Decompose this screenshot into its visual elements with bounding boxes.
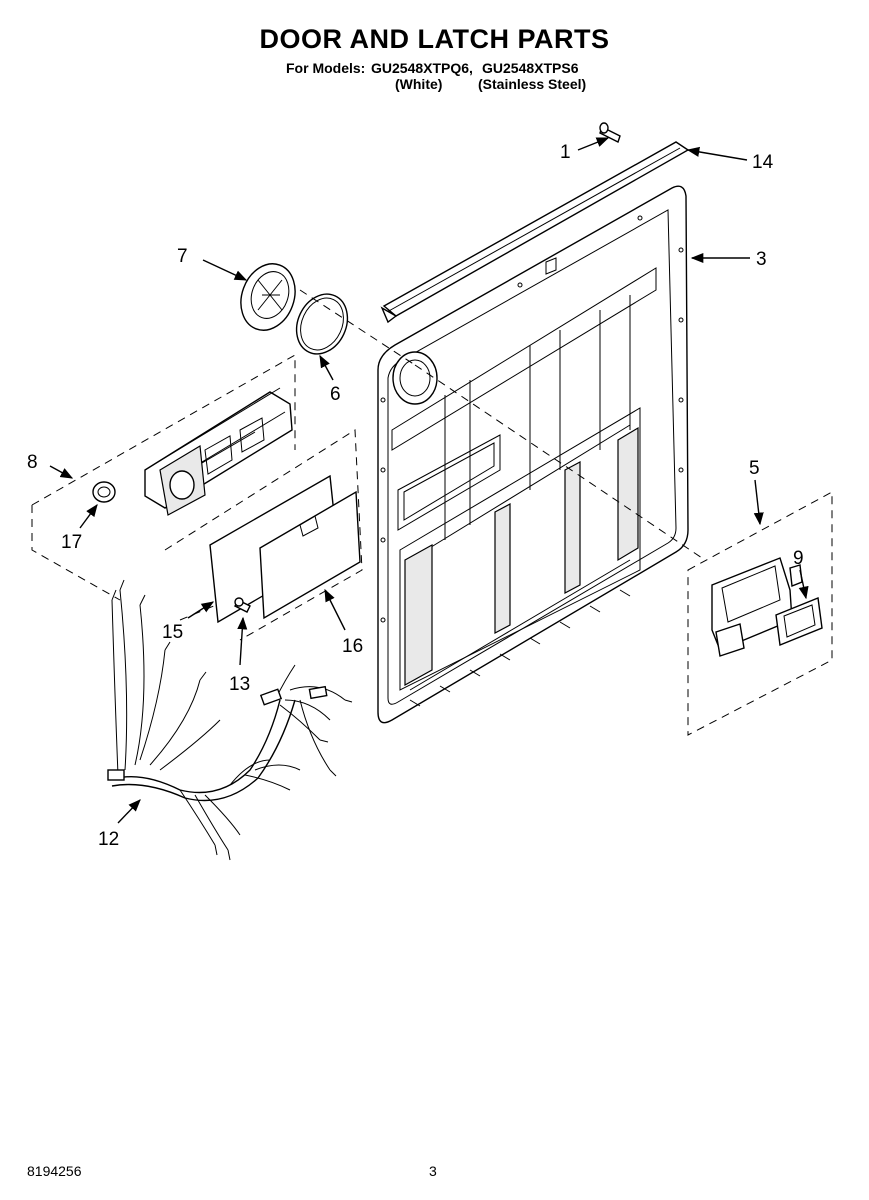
vent-assembly-dashed-box <box>687 491 833 736</box>
model-variant-stainless: (Stainless Steel) <box>478 76 587 92</box>
control-board-dashed-box <box>164 429 363 641</box>
callout-5: 5 <box>749 458 760 479</box>
latch-button-part-17 <box>92 481 116 503</box>
model-number-stainless: GU2548XTPS6 <box>482 60 579 76</box>
screw-part-1 <box>599 122 621 143</box>
model-number-white: GU2548XTPQ6, <box>371 60 473 76</box>
alignment-line-vent <box>299 289 706 561</box>
callout-7: 7 <box>177 246 188 267</box>
callout-12: 12 <box>98 829 119 850</box>
callout-arrows <box>49 137 809 824</box>
callout-3: 3 <box>756 249 767 270</box>
callout-9: 9 <box>793 548 804 569</box>
callout-1: 1 <box>560 142 571 163</box>
callout-16: 16 <box>342 636 363 657</box>
callout-6: 6 <box>330 384 341 405</box>
page-number: 3 <box>429 1163 437 1179</box>
inner-door-panel <box>377 185 689 724</box>
vent-grille-part-7 <box>240 263 296 331</box>
page-title: DOOR AND LATCH PARTS <box>259 24 610 54</box>
models-prefix: For Models: <box>286 60 366 76</box>
document-number: 8194256 <box>27 1163 82 1179</box>
vent-duct-part-5 <box>711 557 803 657</box>
callout-15: 15 <box>162 622 183 643</box>
callout-14: 14 <box>752 152 774 173</box>
door-latch-assembly <box>144 387 293 516</box>
gasket-ring-part-6 <box>295 293 349 355</box>
control-board-part-16 <box>259 490 361 620</box>
model-variant-white: (White) <box>395 76 443 92</box>
vent-seal-part-9 <box>775 597 823 646</box>
callout-17: 17 <box>61 532 82 553</box>
wiring-harness-part-12 <box>107 579 353 861</box>
callout-13: 13 <box>229 674 250 695</box>
screw-part-13 <box>234 597 251 613</box>
callout-8: 8 <box>27 452 38 473</box>
